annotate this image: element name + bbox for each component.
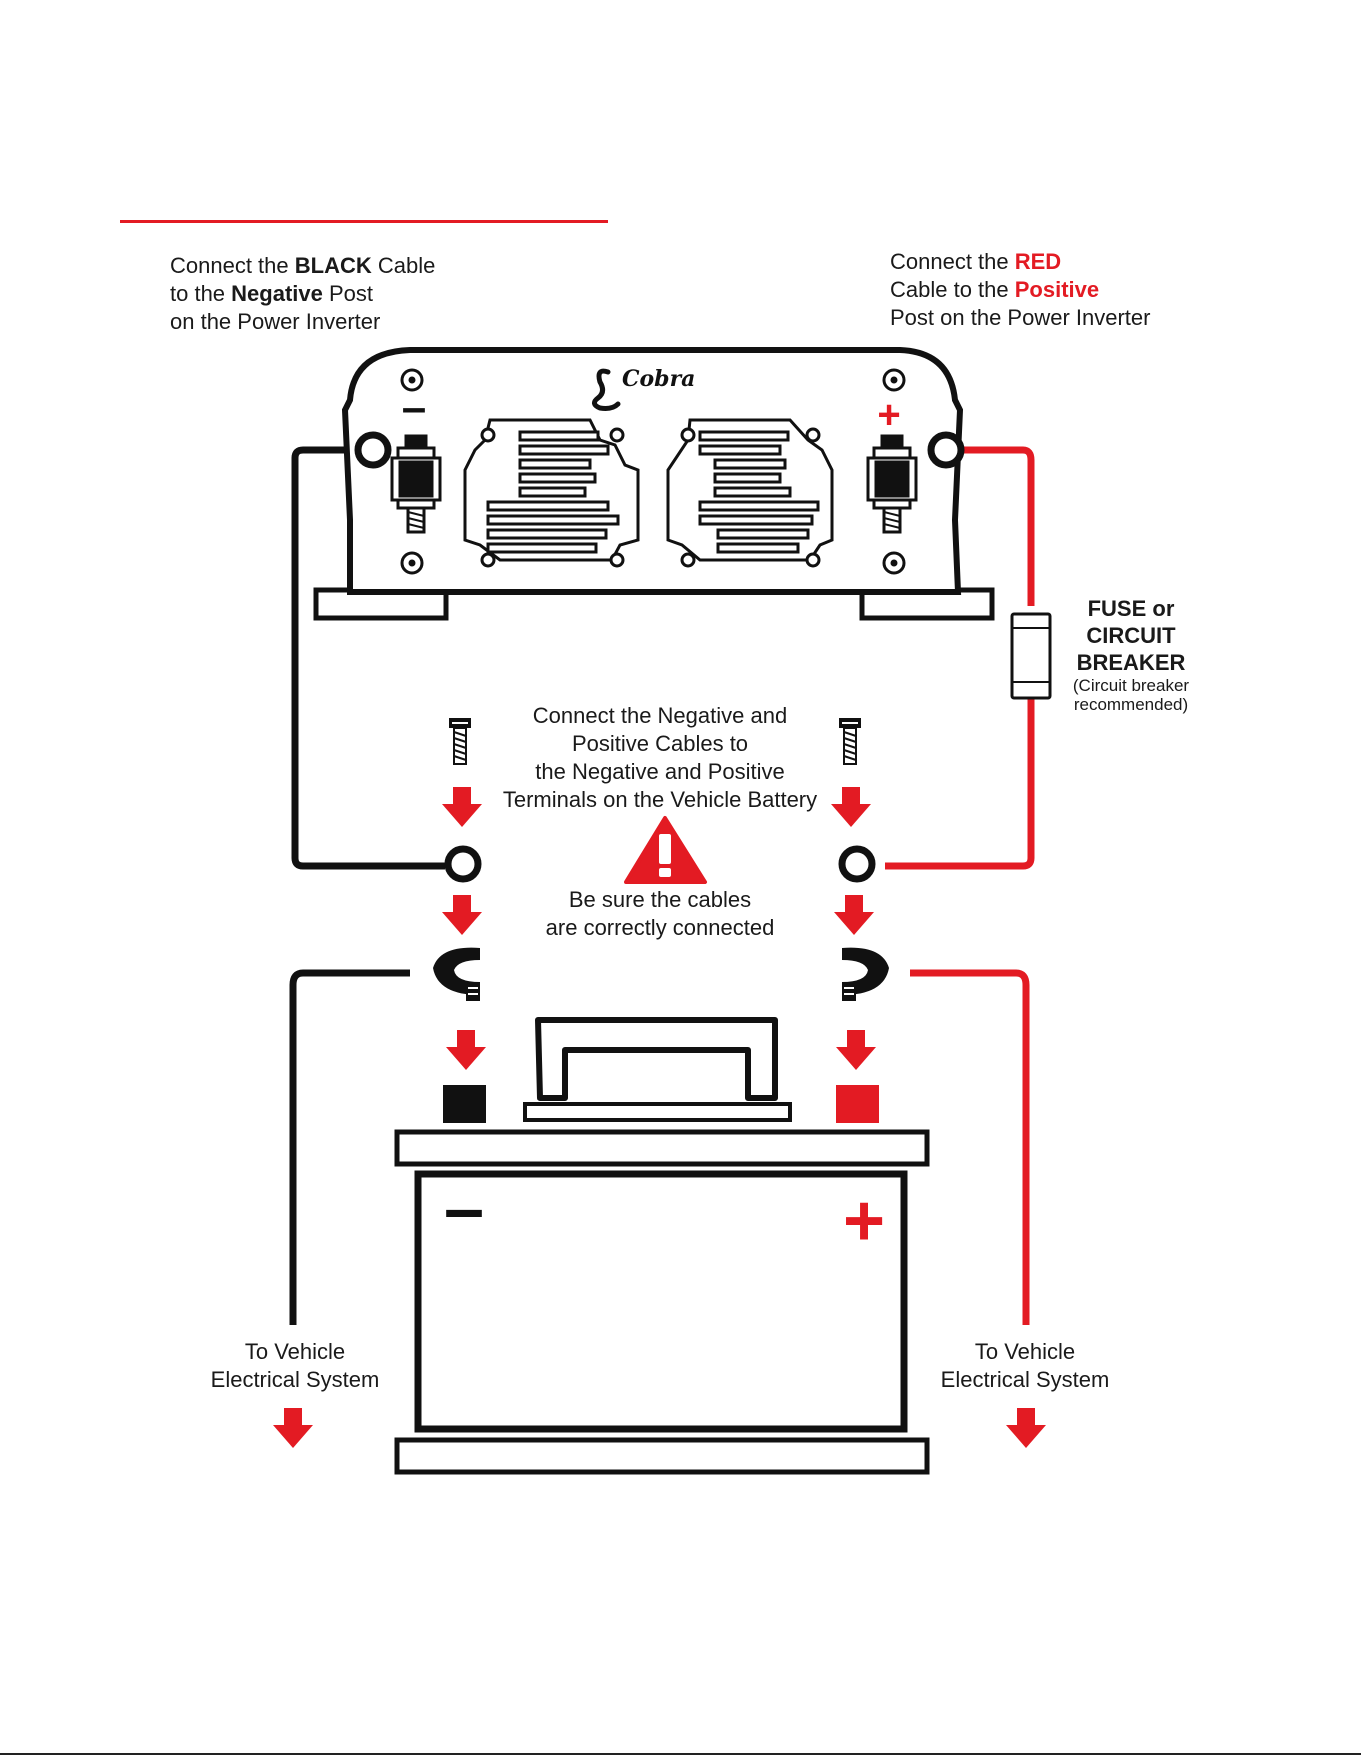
fuse-label: FUSE or CIRCUIT BREAKER (Circuit breaker… (1072, 596, 1190, 714)
red-cable-lower (885, 698, 1035, 870)
black-cable-instruction: Connect the BLACK Cable to the Negative … (170, 253, 436, 334)
down-arrow-icon-r3 (836, 1030, 876, 1070)
inverter-ring-terminal-left (354, 431, 392, 469)
inverter-ring-terminal-right (927, 431, 965, 469)
inverter-negative-symbol: – (402, 383, 426, 432)
down-arrow-icon-l1 (442, 787, 482, 827)
terminals-instruction: Connect the Negative and Positive Cables… (502, 703, 818, 812)
battery-handle (535, 1017, 778, 1101)
down-arrow-icon-vehicle-right (1006, 1408, 1046, 1448)
inverter-screw-tr (882, 368, 906, 392)
battery-terminal-positive (836, 1085, 879, 1123)
red-cable-upper (960, 446, 1035, 606)
fuse-icon (1010, 612, 1052, 700)
bolt-icon-right (838, 717, 862, 765)
battery-terminal-negative (443, 1085, 486, 1123)
svg-text:Cobra: Cobra (622, 366, 695, 392)
inverter-vent-right (666, 418, 834, 568)
red-cable-instruction: Connect the RED Cable to the Positive Po… (890, 249, 1151, 330)
red-cable-vehicle (910, 969, 1030, 1325)
down-arrow-icon-l2 (442, 895, 482, 935)
inverter-positive-post (866, 434, 918, 534)
down-arrow-icon-r1 (831, 787, 871, 827)
inverter-positive-symbol: + (877, 393, 900, 437)
down-arrow-icon-l3 (446, 1030, 486, 1070)
black-cable-vehicle (289, 969, 410, 1325)
battery-ring-terminal-negative (444, 845, 482, 883)
bolt-icon-left (448, 717, 472, 765)
inverter-screw-br (882, 551, 906, 575)
battery-ring-terminal-positive (838, 845, 876, 883)
battery-positive-symbol: + (843, 1181, 885, 1261)
inverter-vent-left (463, 418, 640, 568)
power-inverter (313, 347, 995, 621)
inverter-screw-tl (400, 368, 424, 392)
cobra-snake-icon (592, 368, 621, 411)
down-arrow-icon-vehicle-left (273, 1408, 313, 1448)
battery-handle-base (523, 1102, 792, 1122)
clamp-terminal-negative (433, 947, 480, 1001)
battery-negative-symbol: – (444, 1169, 484, 1249)
battery-lid (394, 1129, 930, 1167)
clamp-terminal-positive (842, 947, 889, 1001)
down-arrow-icon-r2 (834, 895, 874, 935)
battery-base (394, 1437, 930, 1475)
inverter-negative-post (390, 434, 442, 534)
cobra-logo: Cobra (592, 366, 695, 411)
vehicle-system-label-left: To Vehicle Electrical System (210, 1339, 380, 1392)
vehicle-battery (394, 1017, 930, 1475)
battery-case (414, 1170, 908, 1433)
warning-triangle-icon (624, 816, 707, 884)
inverter-screw-bl (400, 551, 424, 575)
footer-rule (0, 1753, 1361, 1755)
vehicle-system-label-right: To Vehicle Electrical System (940, 1339, 1110, 1392)
warning-text: Be sure the cables are correctly connect… (545, 887, 775, 940)
black-cable-upper (291, 446, 445, 870)
header-rule (120, 220, 608, 223)
